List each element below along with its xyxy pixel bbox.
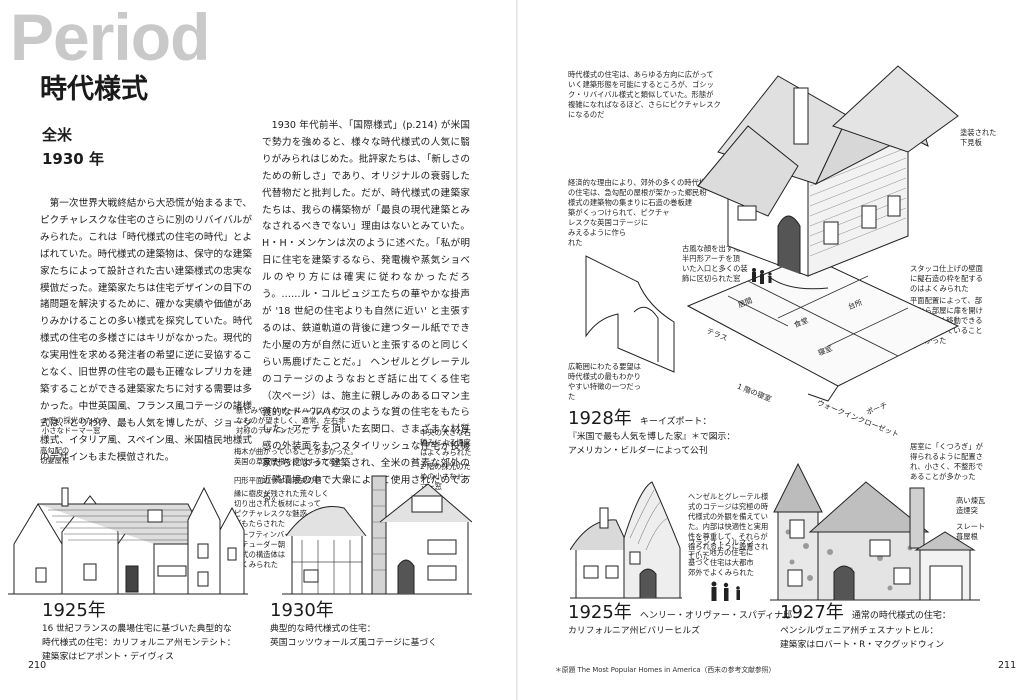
caption-1-year: 1925年	[42, 600, 106, 621]
note-slate: スレート 葺屋根	[956, 522, 986, 541]
people-figures	[708, 580, 748, 602]
body-column-2: 1930 年代前半、「国際様式」(p.214) が米国で勢力を強めると、様々な時…	[262, 120, 470, 503]
page-gutter	[516, 0, 518, 700]
caption-3-year: 1928年キーイズポート：	[568, 410, 712, 428]
caption-5-year-number: 1927年	[780, 602, 844, 623]
section-word: Period	[10, 0, 210, 74]
page-number-left: 210	[28, 660, 47, 671]
caption-5-year: 1927年通常の時代様式の住宅：	[780, 604, 951, 622]
note-chimney-right: 高い煉瓦 造煙突	[956, 496, 986, 515]
note-dormer: 2 階の採光のための 小さなドーマー窓	[42, 416, 108, 435]
caption-4-year: 1925年ヘンリー・オリヴァー・スパディナ邸：	[568, 604, 801, 622]
caption-1-text: 16 世紀フランスの農場住宅に基づいた典型的な 時代様式の住宅：カリフォルニア州…	[42, 624, 236, 662]
caption-4-inline: ヘンリー・オリヴァー・スパディナ邸：	[639, 611, 802, 621]
footnote: ＊原題 The Most Popular Homes in America（西末…	[555, 666, 776, 674]
illustration-isometric-house	[578, 56, 968, 406]
note-hansel: ヘンゼルとグレーテル様 式のコテージは究極の時 代様式の外観を備えてい た。内部…	[688, 492, 769, 561]
body-column-1: 第一次世界大戦終結から大恐慌が始まるまで、ピクチャレスクな住宅のさらに別のリバイ…	[40, 198, 252, 463]
right-page: 時代様式の住宅は、あらゆる方向に広がって いく建築形態を可能にするところが、ゴシ…	[518, 0, 1035, 700]
caption-2-year: 1930年	[270, 600, 334, 621]
page-title: 時代様式	[40, 74, 148, 105]
note-roof: 高勾配の 切妻屋根	[40, 446, 70, 465]
illustration-stone-house	[770, 462, 980, 602]
caption-5-inline: 通常の時代様式の住宅：	[851, 611, 951, 621]
note-economic: 経済的な理由により、郊外の多くの時代様式 の住宅は、急勾配の屋根が架かった郷民粉…	[568, 178, 714, 247]
left-page: Period 時代様式 全米 1930 年 第一次世界大戦終結から大恐慌が始まる…	[0, 0, 517, 700]
region-label: 全米	[42, 126, 73, 144]
note-chimney: 中央の大きな石 積みによる煙突 はよくみられた	[420, 428, 472, 457]
caption-2-text: 典型的な時代様式の住宅： 英国コッツウォールズ風コテージに基づく	[270, 624, 437, 648]
note-siding: 塗装された 下見板	[960, 128, 997, 147]
note-arch: 古風な顔を出すための 半円形アーチを頂 いた入口と多くの装 飾に区切られた窓	[682, 244, 755, 283]
caption-4-text: カリフォルニア州ビバリーヒルズ	[568, 626, 700, 636]
note-dollhouse: 新しみやすいドールハウスのよう なものが望ましく、通常、左右非 対称のデザインだ…	[236, 406, 346, 435]
note-tower: 円形平面のサイロ形式の塔	[234, 476, 322, 485]
caption-5-text: ペンシルヴェニア州チェスナットヒル： 建築家はロバート・R・マクグッドウィン	[780, 626, 945, 650]
caption-3-text: 『米国で最も人気を博した家』＊で図示： アメリカン・ビルダーによって公刊	[568, 432, 736, 456]
note-stucco: スタッコ仕上げの壁面 に擬石造の枠を配する のはよくみられた	[910, 264, 983, 293]
note-halftimber: ハーフティンバー のテューダー朝 様式の構造体は よくみられた	[234, 530, 292, 569]
illustration-hansel-gretel-cottage	[570, 478, 682, 600]
note-porch: 広範囲にわたる要望は 時代様式の最もわかり やすい特徴の一つだっ た	[568, 362, 641, 401]
note-normandy: フランス・ノルマン ディー地方の住宅に 基づく住宅は大都市 郊外でよくみられた	[688, 538, 754, 577]
note-bay: 居室に「くつろぎ」が 得られるように配置さ れ、小さく、不整形で あることが多か…	[910, 442, 984, 481]
page-number-right: 211	[998, 660, 1017, 671]
note-top: 時代様式の住宅は、あらゆる方向に広がって いく建築形態を可能にするところが、ゴシ…	[568, 70, 721, 119]
illustration-french-farmhouse	[8, 474, 248, 596]
note-brick: 縁に樹皮が残された荒々しく 切り出された板材によって ピクチャレスクな魅惑 がも…	[234, 489, 329, 528]
caption-4-year-number: 1925年	[568, 602, 632, 623]
caption-3-year-number: 1928年	[568, 408, 632, 429]
note-timber: 梅木が曲がっていることが多かった。 英国の草葺屋根を模倣するためだ	[234, 447, 358, 466]
year-label: 1930 年	[42, 150, 104, 168]
caption-3-inline: キーイズポート：	[639, 417, 712, 427]
illustration-cotswold-cottage	[282, 470, 472, 596]
